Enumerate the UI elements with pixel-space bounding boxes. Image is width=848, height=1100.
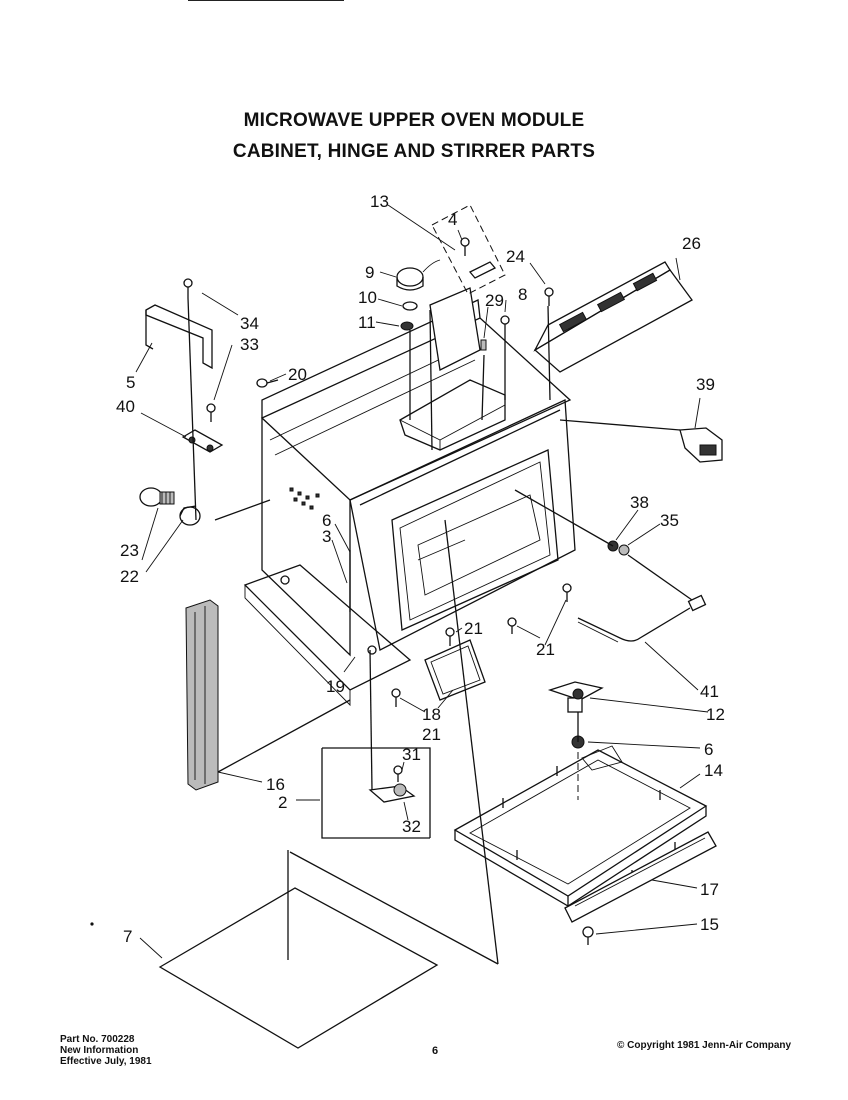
- callout-29: 29: [485, 291, 504, 310]
- callout-12: 12: [706, 705, 725, 724]
- callout-17: 17: [700, 880, 719, 899]
- callout-24: 24: [506, 247, 525, 266]
- callout-41: 41: [700, 682, 719, 701]
- leader-lines: [187, 297, 693, 965]
- stirrer-blade: [547, 681, 604, 713]
- top-vent-cover: [533, 261, 693, 373]
- effective-date: Effective July, 1981: [60, 1056, 152, 1067]
- screws: [183, 237, 594, 945]
- callout-26: 26: [682, 234, 701, 253]
- callout-6-upper: 6: [322, 511, 331, 530]
- footer-part-info: Part No. 700228 New Information Effectiv…: [60, 1034, 152, 1067]
- callout-5: 5: [126, 373, 135, 392]
- callout-22: 22: [120, 567, 139, 586]
- callout-31: 31: [402, 745, 421, 764]
- callout-20: 20: [288, 365, 307, 384]
- callout-8: 8: [518, 285, 527, 304]
- part-number: Part No. 700228: [60, 1034, 135, 1045]
- callout-14: 14: [704, 761, 723, 780]
- callout-11: 11: [358, 313, 376, 332]
- callout-40: 40: [116, 397, 135, 416]
- interlock-switch: [679, 427, 723, 463]
- callout-33: 33: [240, 335, 259, 354]
- stirrer-cover-tray: [453, 745, 708, 908]
- callout-6-lower: 6: [704, 740, 713, 759]
- bottom-panel: [158, 887, 439, 1049]
- wire-harness: [577, 594, 707, 643]
- door-gasket: [185, 599, 219, 791]
- callout-21-a: 21: [464, 619, 483, 638]
- new-information: New Information: [60, 1045, 139, 1056]
- callout-2: 2: [278, 793, 287, 812]
- page-subtitle: CABINET, HINGE AND STIRRER PARTS: [232, 141, 596, 162]
- callout-38: 38: [630, 493, 649, 512]
- callout-35: 35: [660, 511, 679, 530]
- callout-15: 15: [700, 915, 719, 934]
- callout-9: 9: [365, 263, 374, 282]
- callout-34: 34: [240, 314, 259, 333]
- nuts: [571, 540, 630, 749]
- callout-4: 4: [448, 210, 457, 229]
- stirrer-motor: [396, 259, 441, 331]
- callout-labels: 13 4 9 10 11 24 29 8 26 34 33 5 40 20 39…: [116, 192, 725, 946]
- callout-19: 19: [326, 677, 345, 696]
- callout-39: 39: [696, 375, 715, 394]
- page-number: 6: [432, 1045, 439, 1057]
- lamp-bulb: [139, 487, 175, 507]
- callout-21-b: 21: [536, 640, 555, 659]
- callout-21-c: 21: [422, 725, 441, 744]
- callout-3: 3: [322, 527, 331, 546]
- top-edge-line: [188, 0, 344, 1]
- callout-16: 16: [266, 775, 285, 794]
- front-trim-strip: [564, 831, 717, 923]
- callout-arrows: [135, 204, 709, 959]
- hinge-plate: [181, 429, 224, 453]
- scan-dot: [90, 922, 94, 926]
- thermal-cutout-group: [431, 204, 506, 295]
- callout-23: 23: [120, 541, 139, 560]
- callout-18: 18: [422, 705, 441, 724]
- callout-32: 32: [402, 817, 421, 836]
- copyright: © Copyright 1981 Jenn-Air Company: [617, 1040, 792, 1051]
- callout-10: 10: [358, 288, 377, 307]
- page-title: MICROWAVE UPPER OVEN MODULE: [243, 110, 585, 131]
- callout-13: 13: [370, 192, 389, 211]
- waveguide-cover: [424, 639, 486, 701]
- small-bracket: [480, 339, 487, 351]
- hinge-assembly-group: [321, 747, 431, 839]
- lamp-socket-cap: [179, 505, 201, 526]
- callout-7: 7: [123, 927, 132, 946]
- cabinet-body: [243, 287, 576, 707]
- hinge-bracket: [145, 304, 213, 370]
